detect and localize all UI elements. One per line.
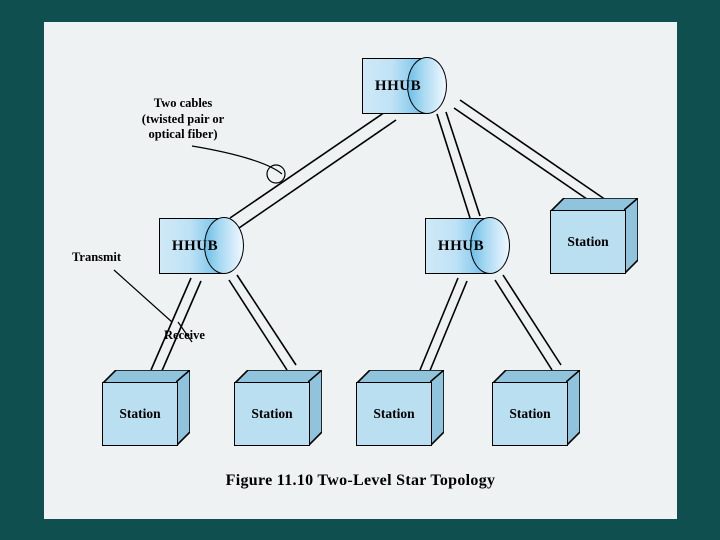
link-root-to-station-tr-b bbox=[459, 99, 607, 201]
link-hubleft-to-st2-b bbox=[236, 274, 297, 366]
link-hubright-to-st4-a bbox=[494, 279, 553, 371]
node-station-4[interactable]: Station bbox=[492, 370, 580, 446]
annotation-receive: Receive bbox=[164, 328, 205, 342]
node-station-2[interactable]: Station bbox=[234, 370, 322, 446]
station-2-label: Station bbox=[234, 382, 310, 446]
annotation-transmit: Transmit bbox=[72, 250, 122, 264]
station-top-face bbox=[234, 370, 322, 384]
link-root-to-hub-right-a bbox=[436, 113, 471, 219]
leader-transmit bbox=[113, 269, 173, 323]
station-side-face bbox=[430, 370, 444, 446]
leader-two-cables bbox=[191, 145, 283, 175]
node-root-hub[interactable]: HHUB bbox=[362, 57, 448, 114]
hub-left-label: HHUB bbox=[171, 237, 219, 254]
link-root-to-hub-left-b bbox=[238, 119, 397, 229]
link-root-to-station-tr-a bbox=[453, 107, 601, 209]
link-hubright-to-st3-b bbox=[428, 280, 468, 374]
annotation-two-cables: Two cables (twisted pair or optical fibe… bbox=[141, 96, 225, 142]
link-root-to-hub-left-a bbox=[229, 109, 389, 219]
hub-cap bbox=[470, 217, 510, 274]
station-side-face bbox=[176, 370, 190, 446]
cable-links bbox=[113, 99, 607, 374]
station-top-face bbox=[492, 370, 580, 384]
station-side-face bbox=[624, 198, 638, 274]
link-hubright-to-st4-b bbox=[502, 274, 562, 366]
node-station-top-right[interactable]: Station bbox=[550, 198, 638, 274]
station-top-face bbox=[356, 370, 444, 384]
node-hub-left[interactable]: HHUB bbox=[159, 217, 245, 274]
leader-two-cables-circle bbox=[266, 164, 286, 184]
node-station-3[interactable]: Station bbox=[356, 370, 444, 446]
leader-receive bbox=[177, 321, 193, 343]
hub-cap bbox=[204, 217, 244, 274]
station-top-right-label: Station bbox=[550, 210, 626, 274]
root-hub-label: HHUB bbox=[374, 77, 422, 94]
hub-right-label: HHUB bbox=[437, 237, 485, 254]
station-3-label: Station bbox=[356, 382, 432, 446]
diagram-canvas: HHUB HHUB HHUB Station bbox=[44, 22, 677, 519]
station-1-label: Station bbox=[102, 382, 178, 446]
station-side-face bbox=[308, 370, 322, 446]
node-hub-right[interactable]: HHUB bbox=[425, 217, 511, 274]
node-station-1[interactable]: Station bbox=[102, 370, 190, 446]
station-side-face bbox=[566, 370, 580, 446]
station-4-label: Station bbox=[492, 382, 568, 446]
link-hubleft-to-st1-a bbox=[150, 277, 192, 371]
link-hubleft-to-st2-a bbox=[228, 279, 288, 371]
figure-caption: Figure 11.10 Two-Level Star Topology bbox=[225, 472, 496, 489]
hub-cap bbox=[407, 57, 447, 114]
station-top-face bbox=[550, 198, 638, 212]
link-hubright-to-st3-a bbox=[419, 277, 459, 371]
station-top-face bbox=[102, 370, 190, 384]
link-root-to-hub-right-b bbox=[445, 111, 481, 217]
